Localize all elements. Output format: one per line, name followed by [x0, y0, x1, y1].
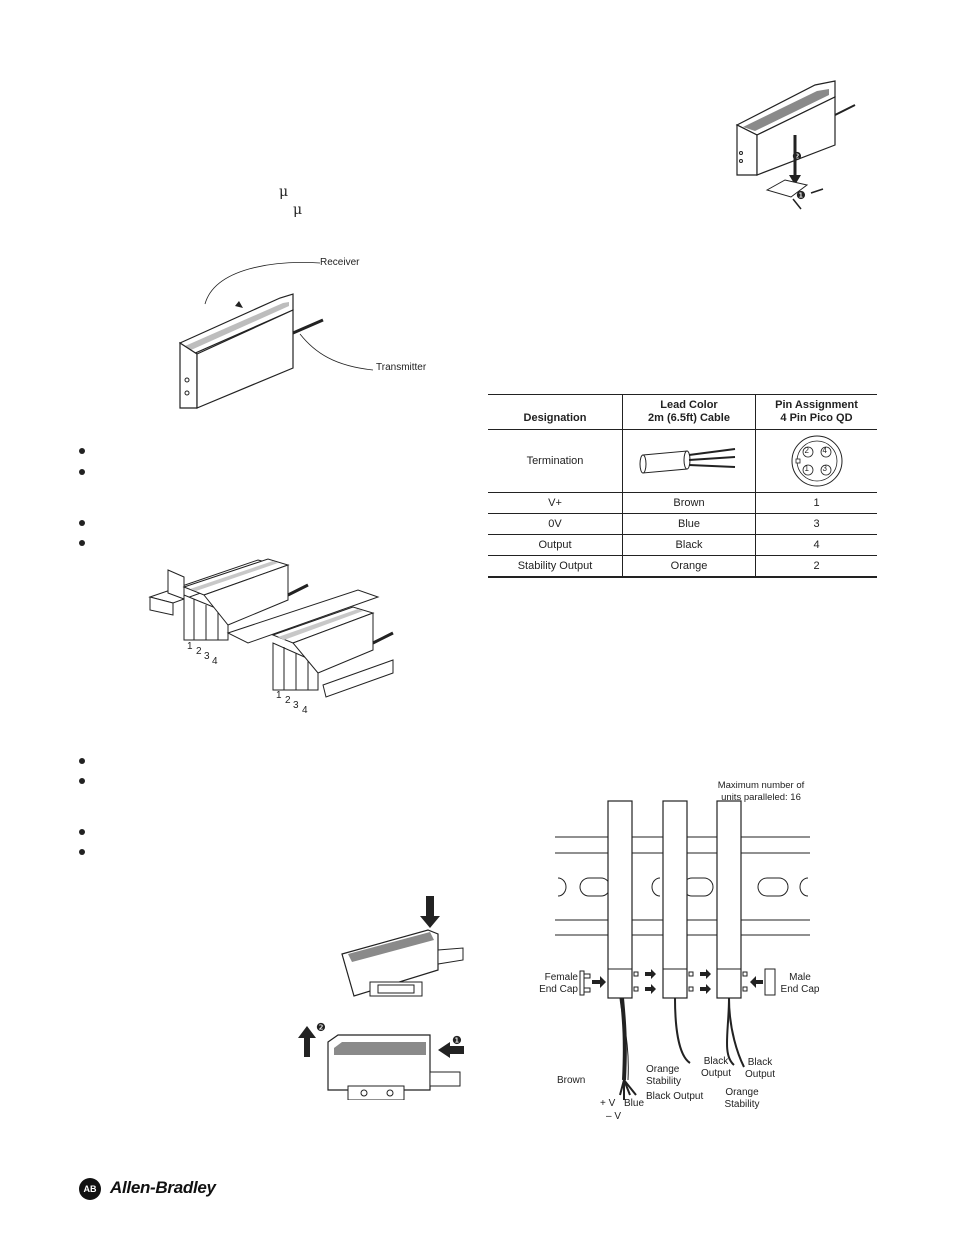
- removal-step-2-marker: ❷: [316, 1022, 326, 1034]
- din-rail-stack-figure: [148, 558, 394, 698]
- pin-2-label: 2: [804, 446, 809, 455]
- minus-v-label: – V: [606, 1111, 622, 1122]
- orange-stability-label-1: Orange Stability: [646, 1064, 682, 1087]
- bullet-7: [79, 829, 85, 835]
- table-row: Output Black 4: [488, 534, 877, 556]
- mount-step-2-marker: ❷: [792, 151, 802, 163]
- black-output-label-2: Black Output: [700, 1056, 732, 1079]
- designation-cell: Stability Output: [488, 555, 623, 578]
- removal-step-1-marker: ❶: [452, 1035, 462, 1047]
- table-row: Stability Output Orange 2: [488, 555, 877, 578]
- snap-mount-removal-figure: [298, 896, 464, 1100]
- designation-cell: 0V: [488, 513, 623, 535]
- termination-label: Termination: [488, 429, 623, 493]
- bullet-2: [79, 469, 85, 475]
- orange-stability-label-2: Orange Stability: [724, 1087, 760, 1110]
- transmitter-label: Transmitter: [376, 362, 427, 373]
- table-header-pin-assignment: Pin Assignment 4 Pin Pico QD: [755, 394, 877, 430]
- pin-cell: 2: [755, 555, 877, 578]
- max-units-label: Maximum number of units paralleled: 16: [717, 780, 805, 803]
- din-number-a-4: 4: [212, 656, 218, 667]
- bullet-4: [79, 540, 85, 546]
- pin-3-label: 3: [822, 464, 827, 473]
- wiring-table: Designation Lead Color 2m (6.5ft) Cable …: [488, 394, 877, 578]
- pin-cell: 4: [755, 534, 877, 556]
- pin-4-label: 4: [822, 446, 827, 455]
- din-number-a-1: 1: [187, 641, 193, 652]
- female-end-cap-label: Female End Cap: [539, 972, 578, 995]
- pin-cell: 1: [755, 492, 877, 514]
- din-number-b-3: 3: [293, 700, 299, 711]
- bullet-1: [79, 448, 85, 454]
- table-row: V+ Brown 1: [488, 492, 877, 514]
- lead-color-cell: Orange: [622, 555, 756, 578]
- table-header-designation: Designation: [488, 394, 623, 430]
- table-row: 0V Blue 3: [488, 513, 877, 535]
- allen-bradley-logo-mark: AB: [79, 1178, 101, 1200]
- micro-symbol-1: μ: [279, 184, 289, 200]
- designation-cell: V+: [488, 492, 623, 514]
- bullet-3: [79, 520, 85, 526]
- cable-icon: [639, 447, 736, 474]
- bullet-8: [79, 849, 85, 855]
- mount-step-1-marker: ❶: [796, 190, 806, 202]
- din-number-b-2: 2: [285, 695, 291, 706]
- paralleled-units-wiring-figure: [555, 800, 810, 1100]
- cable-icon-cell: [622, 429, 756, 493]
- receiver-label: Receiver: [320, 257, 360, 268]
- bracket-mounting-figure: [735, 80, 856, 210]
- lead-color-cell: Black: [622, 534, 756, 556]
- din-number-a-2: 2: [196, 646, 202, 657]
- plus-v-label: + V: [600, 1098, 616, 1109]
- black-output-label-3: Black Output: [744, 1057, 776, 1080]
- allen-bradley-logo: Allen-Bradley: [110, 1178, 216, 1197]
- bullet-5: [79, 758, 85, 764]
- table-header-lead-color: Lead Color 2m (6.5ft) Cable: [622, 394, 756, 430]
- receiver-transmitter-figure: [178, 262, 374, 409]
- designation-cell: Output: [488, 534, 623, 556]
- table-row-termination: Termination: [488, 429, 877, 493]
- micro-symbol-2: μ: [293, 202, 303, 218]
- lead-color-cell: Brown: [622, 492, 756, 514]
- din-number-b-1: 1: [276, 690, 282, 701]
- brown-wire-label: Brown: [557, 1075, 586, 1086]
- din-number-a-3: 3: [204, 651, 210, 662]
- male-end-cap-label: Male End Cap: [780, 972, 820, 995]
- lead-color-cell: Blue: [622, 513, 756, 535]
- din-number-b-4: 4: [302, 705, 308, 716]
- pico-qd-connector-icon: [791, 435, 842, 487]
- pin-1-label: 1: [804, 464, 809, 473]
- pin-cell: 3: [755, 513, 877, 535]
- blue-wire-label: Blue: [624, 1098, 645, 1109]
- bullet-6: [79, 778, 85, 784]
- pico-qd-icon-cell: 2 4 1 3: [755, 429, 877, 493]
- black-output-label-1: Black Output: [646, 1091, 704, 1102]
